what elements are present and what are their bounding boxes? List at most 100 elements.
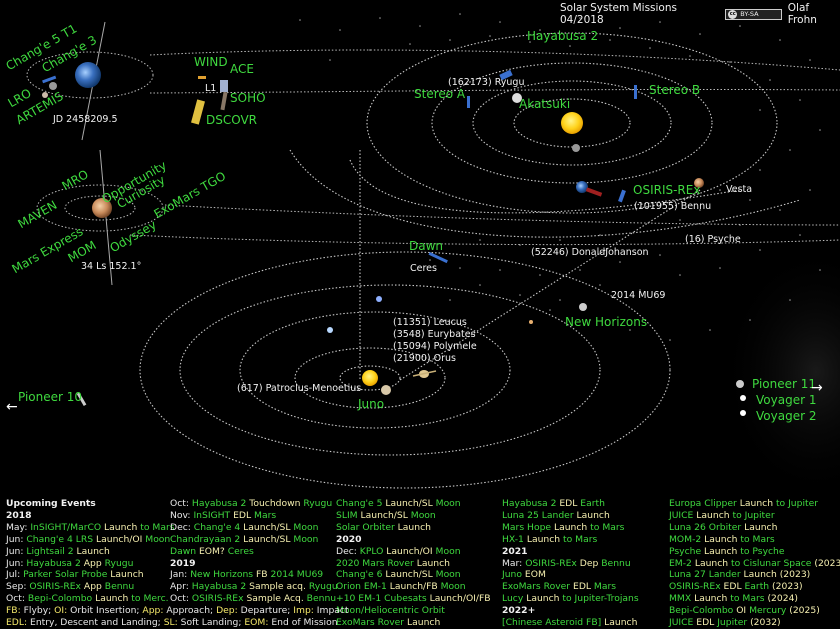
author: Olaf Frohn bbox=[787, 2, 817, 26]
legend-desc: Impact bbox=[313, 605, 349, 616]
event-item: Solar Orbiter Launch bbox=[336, 522, 491, 534]
label-l1: L1 bbox=[205, 83, 217, 94]
neptune bbox=[376, 296, 382, 302]
event-subject: Ryugu bbox=[101, 557, 134, 569]
label-orus: (21900) Orus bbox=[393, 353, 457, 364]
event-action: Launch bbox=[101, 521, 138, 533]
event-item: Juno EOM bbox=[502, 569, 639, 581]
event-month: Sep: bbox=[6, 581, 30, 593]
event-subject: Bennu bbox=[598, 557, 631, 569]
inner-orbits bbox=[289, 32, 801, 381]
event-item: Mars Hope Launch to Mars bbox=[502, 522, 639, 534]
event-subject: Moon/Heliocentric Orbit bbox=[336, 605, 445, 617]
events-year-heading: 2020 bbox=[336, 533, 362, 545]
event-action: (2024) bbox=[764, 593, 799, 605]
event-month: Jan: bbox=[170, 569, 191, 581]
event-action: Launch/FB bbox=[386, 581, 438, 593]
event-action: Launch bbox=[394, 521, 431, 533]
label-ryugu: (162173) Ryugu bbox=[448, 77, 525, 88]
venus bbox=[512, 93, 522, 103]
event-subject: Moon bbox=[290, 533, 319, 545]
label-juno: Juno bbox=[358, 397, 385, 411]
event-subject: Earth bbox=[741, 581, 770, 593]
label-donaldjohanson: (52246) DonaldJohanson bbox=[531, 247, 649, 258]
event-month: Mar: bbox=[502, 557, 526, 569]
event-item: Jul: Parker Solar Probe Launch bbox=[6, 569, 175, 581]
legend-key: Dep: bbox=[216, 605, 238, 616]
label-wind: WIND bbox=[194, 55, 228, 69]
license-badge[interactable]: cc BY-SA bbox=[725, 8, 782, 20]
event-subject: to Merc. bbox=[128, 593, 169, 605]
event-item: Hayabusa 2 EDL Earth bbox=[502, 498, 639, 510]
pluto bbox=[529, 320, 533, 324]
event-subject: Europa Clipper bbox=[669, 498, 737, 509]
event-action: FB bbox=[253, 569, 268, 581]
event-item: Jun: Lightsail 2 Launch bbox=[6, 546, 175, 558]
legend-desc: End of Mission bbox=[268, 616, 338, 628]
event-action: Launch bbox=[73, 545, 110, 557]
event-month: Oct: bbox=[170, 498, 192, 509]
event-subject: OSIRIS-REx bbox=[29, 581, 81, 593]
event-action: OI bbox=[733, 605, 747, 617]
event-month: Dec: bbox=[170, 521, 194, 533]
event-subject: 2020 Mars Rover bbox=[336, 557, 414, 569]
header: Solar System Missions 04/2018 cc BY-SA O… bbox=[560, 2, 840, 26]
legend-desc: Approach; bbox=[163, 605, 217, 616]
legend-desc: Orbit Insertion; bbox=[67, 605, 143, 616]
page-title: Solar System Missions 04/2018 bbox=[560, 2, 677, 26]
license-label: BY-SA bbox=[740, 10, 759, 18]
event-month: Jul: bbox=[6, 569, 24, 581]
event-item: Europa Clipper Launch to Jupiter bbox=[669, 498, 840, 510]
event-month: May: bbox=[6, 521, 31, 533]
legend-desc: Entry, Descent and Landing; bbox=[27, 616, 164, 628]
event-item: Oct: OSIRIS-REx Sample Acq. Bennu bbox=[170, 593, 338, 605]
event-item: MMX Launch to Mars (2024) bbox=[669, 593, 840, 605]
event-item: ExoMars Rover EDL Mars bbox=[502, 581, 639, 593]
event-subject: to Psyche bbox=[737, 545, 785, 557]
mars-panel-orbits bbox=[36, 184, 840, 246]
event-action: Launch/SL bbox=[382, 498, 433, 509]
event-subject: MMX bbox=[669, 593, 692, 605]
legend-key: OI: bbox=[54, 605, 68, 616]
event-item: Oct: Hayabusa 2 Touchdown Ryugu bbox=[170, 498, 338, 510]
event-action: EDL bbox=[693, 617, 715, 629]
legend-desc: Departure; bbox=[237, 605, 294, 616]
event-item: Sep: OSIRIS-REx App Bennu bbox=[6, 581, 175, 593]
mars bbox=[92, 198, 112, 218]
label-voyager2: Voyager 2 bbox=[756, 409, 817, 423]
event-item: JUICE Launch to Jupiter bbox=[669, 510, 840, 522]
event-action: Dep bbox=[576, 557, 599, 569]
event-action: Launch bbox=[573, 509, 610, 521]
event-month: Oct: bbox=[6, 593, 28, 605]
event-item: SLIM Launch/SL Moon bbox=[336, 510, 491, 522]
event-item: Jun: Chang'e 4 LRS Launch/OI Moon bbox=[6, 534, 175, 546]
event-action: Launch/SL bbox=[240, 533, 291, 545]
event-action: Launch bbox=[523, 533, 561, 545]
event-subject: Luna 27 Lander bbox=[669, 569, 741, 581]
event-item: Lucy Launch to Jupiter-Trojans bbox=[502, 593, 639, 605]
mars-solar-longitude: 34 Ls 152.1° bbox=[81, 261, 142, 272]
event-subject: Mars bbox=[251, 509, 277, 521]
events-year-heading: 2018 bbox=[6, 509, 32, 521]
event-action: Launch/SL bbox=[240, 521, 291, 533]
sun-inner bbox=[561, 112, 583, 134]
event-item: Chandrayaan 2 Launch/SL Moon bbox=[170, 534, 338, 546]
mars-inner bbox=[694, 178, 704, 188]
event-subject: to Mars bbox=[727, 593, 765, 605]
event-subject: OSIRIS-REx bbox=[191, 593, 244, 605]
saturn-rings bbox=[412, 370, 437, 377]
event-item: Chang'e 6 Launch/SL Moon bbox=[336, 569, 491, 581]
event-subject: InSIGHT/MarCO bbox=[30, 521, 102, 533]
event-action: Launch bbox=[691, 557, 729, 569]
event-item: Bepi-Colombo OI Mercury (2025) bbox=[669, 605, 840, 617]
legend-key: EOM: bbox=[244, 616, 269, 628]
event-subject: Moon bbox=[432, 569, 461, 581]
event-month: Apr: bbox=[170, 581, 192, 593]
label-ace: ACE bbox=[230, 62, 254, 76]
event-action: Launch bbox=[551, 521, 588, 533]
label-stereo-a: Stereo A bbox=[414, 87, 466, 101]
sun-outer bbox=[362, 370, 378, 386]
event-item: +10 EM-1 Cubesats Launch/OI/FB bbox=[336, 593, 491, 605]
